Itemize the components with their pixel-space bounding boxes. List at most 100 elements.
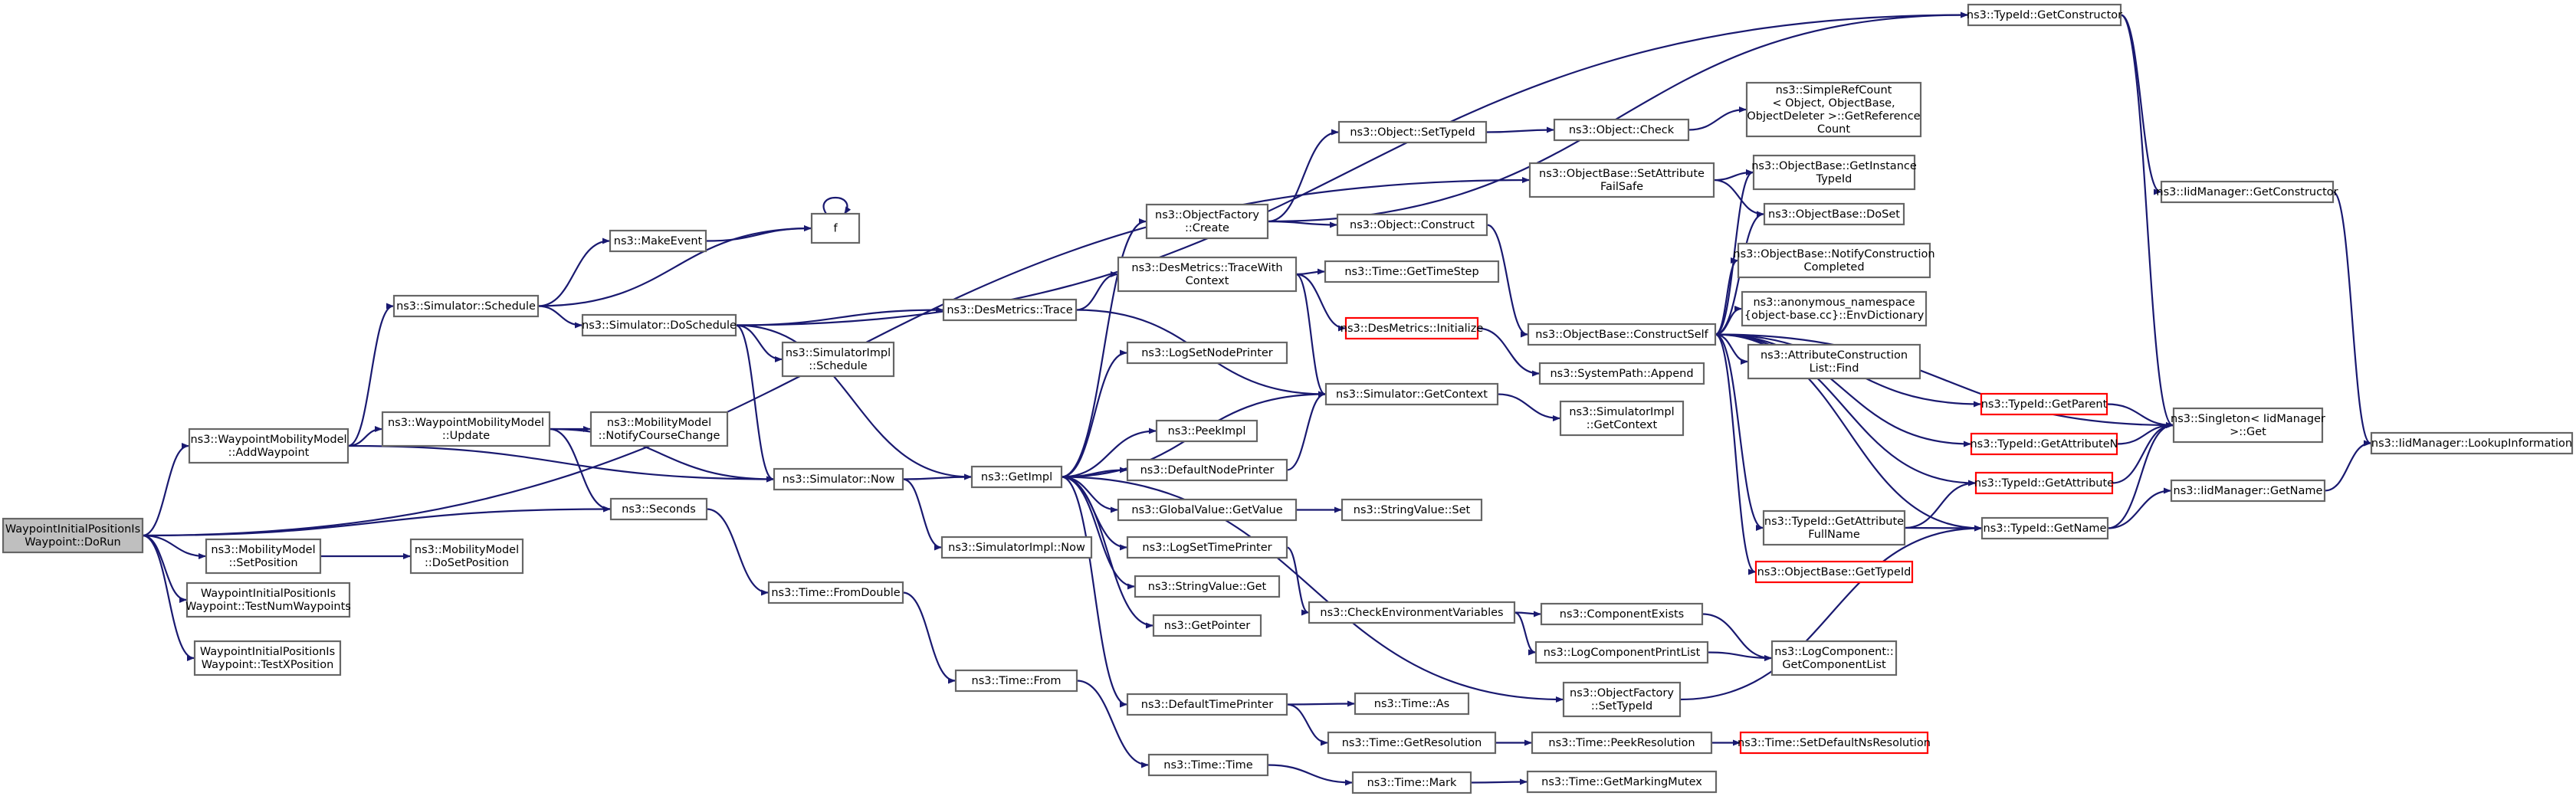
node-box [2370,431,2574,455]
node-set-type-id[interactable]: ns3::Object::SetTypeId [1337,120,1488,144]
node-seconds[interactable]: ns3::Seconds [609,497,708,521]
edge-set-attr-fail-safe-to-do-set [1713,179,1764,218]
edge-default-time-to-time-as [1286,700,1355,707]
node-type-id-get-name[interactable]: ns3::TypeId::GetName [1980,516,2109,540]
node-get-pointer[interactable]: ns3::GetPointer [1152,614,1262,637]
node-add-waypoint[interactable]: ns3::WaypointMobilityModel::AddWaypoint [188,427,349,464]
node-get-resolution[interactable]: ns3::Time::GetResolution [1327,731,1497,755]
node-schedule[interactable]: ns3::Simulator::Schedule [392,294,540,318]
edge-get-attr-full-name-to-type-id-get-attribute [1904,480,1976,529]
node-box [1324,382,1499,406]
node-check-env[interactable]: ns3::CheckEnvironmentVariables [1308,601,1516,624]
node-from-double[interactable]: ns3::Time::FromDouble [767,581,904,604]
node-label-line: ns3::MobilityModel [211,544,315,556]
node-simple-ref-count[interactable]: ns3::SimpleRefCount< Object, ObjectBase,… [1745,81,1922,138]
node-obj-check[interactable]: ns3::Object::Check [1553,118,1690,142]
node-iid-get-constructor[interactable]: ns3::IidManager::GetConstructor [2156,180,2338,204]
node-singleton-get[interactable]: ns3::Singleton< IidManager >::Get [2171,407,2325,444]
node-peek-impl[interactable]: ns3::PeekImpl [1155,419,1258,443]
node-obj-factory-create[interactable]: ns3::ObjectFactory::Create [1145,203,1269,240]
node-box [193,640,342,676]
node-sim-impl-get-context[interactable]: ns3::SimulatorImpl::GetContext [1559,400,1685,437]
node-do-set[interactable]: ns3::ObjectBase::DoSet [1763,202,1905,226]
node-label-line: ns3::DesMetrics::TraceWith [1131,262,1282,274]
node-box [609,229,707,253]
node-log-comp-get-list[interactable]: ns3::LogComponent::GetComponentList [1770,640,1898,676]
node-time-from[interactable]: ns3::Time::From [954,669,1078,693]
graph-nodes: WaypointInitialPositionIsWaypoint::DoRun… [2,3,2574,794]
edge-check-env-to-component-exists [1514,611,1541,617]
node-time-as[interactable]: ns3::Time::As [1354,692,1470,716]
node-notify-course[interactable]: ns3::MobilityModel::NotifyCourseChange [589,411,729,447]
node-now[interactable]: ns3::Simulator::Now [773,467,904,491]
node-sys-path-append[interactable]: ns3::SystemPath::Append [1538,362,1705,385]
node-notify-construction[interactable]: ns3::ObjectBase::NotifyConstructionCompl… [1733,242,1935,279]
node-iid-get-name[interactable]: ns3::IidManager::GetName [2170,479,2326,503]
node-peek-resolution[interactable]: ns3::Time::PeekResolution [1531,731,1713,755]
node-test-x[interactable]: WaypointInitialPositionIsWaypoint::TestX… [193,640,342,676]
node-box [767,581,904,604]
node-log-set-node[interactable]: ns3::LogSetNodePrinter [1126,341,1288,365]
node-label-line: ns3::Simulator::DoSchedule [582,319,737,332]
node-time-mark[interactable]: ns3::Time::Mark [1351,771,1472,794]
node-label-line: ns3::Time::PeekResolution [1548,737,1695,749]
node-log-set-time[interactable]: ns3::LogSetTimePrinter [1126,536,1288,559]
node-get-context[interactable]: ns3::Simulator::GetContext [1324,382,1499,406]
node-sim-impl-schedule[interactable]: ns3::SimulatorImpl::Schedule [781,341,895,378]
node-do-set-position[interactable]: ns3::MobilityModel::DoSetPosition [409,538,524,575]
node-time-time[interactable]: ns3::Time::Time [1147,753,1269,777]
node-label-line: ns3::DefaultTimePrinter [1141,699,1273,711]
node-label-line: ns3::GetImpl [981,471,1052,483]
node-type-id-get-attribute[interactable]: ns3::TypeId::GetAttribute [1974,471,2114,495]
node-type-id-get-parent[interactable]: ns3::TypeId::GetParent [1980,392,2108,416]
node-obj-factory-set-type-id[interactable]: ns3::ObjectFactory::SetTypeId [1562,681,1682,718]
node-set-position[interactable]: ns3::MobilityModel::SetPosition [205,538,322,575]
node-box [1152,614,1262,637]
node-label-line: WaypointInitialPositionIs [201,588,336,600]
node-f[interactable]: f [810,212,861,244]
node-default-time[interactable]: ns3::DefaultTimePrinter [1126,693,1288,716]
node-box [1526,770,1718,794]
node-des-init[interactable]: ns3::DesMetrics::Initialize [1341,316,1484,340]
node-label-line: ::SetTypeId [1591,700,1652,712]
node-obj-base-get-type-id[interactable]: ns3::ObjectBase::GetTypeId [1754,560,1914,584]
node-make-event[interactable]: ns3::MakeEvent [609,229,707,253]
node-obj-construct[interactable]: ns3::Object::Construct [1336,213,1488,237]
node-update[interactable]: ns3::WaypointMobilityModel::Update [381,411,551,447]
node-string-get[interactable]: ns3::StringValue::Get [1134,575,1281,598]
node-box [1308,601,1516,624]
node-global-get[interactable]: ns3::GlobalValue::GetValue [1117,498,1298,522]
node-label-line: ns3::TypeId::GetName [1984,522,2107,535]
node-des-trace[interactable]: ns3::DesMetrics::Trace [942,298,1078,322]
edge-f-to-f [822,196,852,215]
node-log-comp-print-list[interactable]: ns3::LogComponentPrintList [1534,640,1709,664]
node-label-line: Waypoint::TestXPosition [202,659,334,671]
node-label-line: ns3::MakeEvent [614,235,703,247]
node-string-set[interactable]: ns3::StringValue::Set [1341,498,1483,522]
node-iid-lookup-info[interactable]: ns3::IidManager::LookupInformation [2370,431,2574,455]
node-box [970,465,1063,489]
node-get-time-step[interactable]: ns3::Time::GetTimeStep [1324,260,1500,283]
node-type-id-get-attribute-n[interactable]: ns3::TypeId::GetAttributeN [1970,432,2118,456]
node-sim-impl-now[interactable]: ns3::SimulatorImpl::Now [940,536,1093,559]
node-label-line: ns3::Object::Construct [1350,219,1475,231]
node-env-dictionary[interactable]: ns3::anonymous_namespace{object-base.cc}… [1741,290,1928,327]
node-do-schedule[interactable]: ns3::Simulator::DoSchedule [581,313,737,337]
node-test-num[interactable]: WaypointInitialPositionIsWaypoint::TestN… [185,581,351,618]
node-get-marking-mutex[interactable]: ns3::Time::GetMarkingMutex [1526,770,1718,794]
node-component-exists[interactable]: ns3::ComponentExists [1540,602,1704,626]
node-label-line: ns3::GetPointer [1164,620,1251,632]
node-construct-self[interactable]: ns3::ObjectBase::ConstructSelf [1527,323,1717,346]
node-default-node[interactable]: ns3::DefaultNodePrinter [1126,458,1288,482]
node-type-id-get-constructor[interactable]: ns3::TypeId::GetConstructor [1967,3,2122,27]
node-get-impl[interactable]: ns3::GetImpl [970,465,1063,489]
node-box [1134,575,1281,598]
edge-check-env-to-log-comp-print-list [1514,611,1536,656]
node-set-default-ns-res[interactable]: ns3::Time::SetDefaultNsResolution [1738,731,1931,755]
